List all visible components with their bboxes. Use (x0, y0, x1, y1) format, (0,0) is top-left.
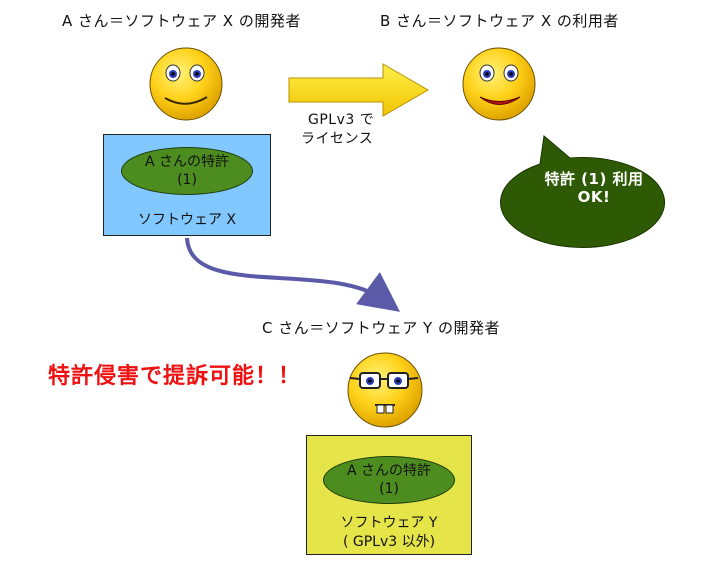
speech-bubble-line1: 特許 (1) 利用 (544, 170, 644, 188)
software-y-name: ソフトウェア Y (340, 515, 438, 531)
license-arrow (288, 63, 429, 117)
software-y-patent: A さんの特許 (1) (323, 456, 455, 504)
face-b-icon (462, 47, 536, 121)
software-x-patent: A さんの特許 (1) (121, 147, 253, 195)
software-x-name: ソフトウェア X (137, 212, 237, 228)
person-b-title: B さん＝ソフトウェア X の利用者 (380, 12, 619, 30)
warning-text: 特許侵害で提訴可能！！ (48, 364, 302, 389)
face-a-icon (149, 47, 223, 121)
software-x-patent-line2: (1) (177, 172, 197, 188)
software-y-patent-line1: A さんの特許 (346, 463, 432, 479)
software-y-patent-line2: (1) (379, 481, 399, 497)
software-x-patent-line1: A さんの特許 (144, 154, 230, 170)
speech-bubble-shape (500, 135, 666, 248)
person-a-title: A さん＝ソフトウェア X の開発者 (62, 12, 301, 30)
software-x-box: A さんの特許 (1) ソフトウェア X (103, 134, 271, 236)
person-c-title: C さん＝ソフトウェア Y の開発者 (262, 319, 500, 337)
software-y-note: ( GPLv3 以外) (342, 534, 436, 550)
software-y-box: A さんの特許 (1) ソフトウェア Y ( GPLv3 以外) (306, 435, 472, 555)
license-arrow-label-line1: GPLv3 で (308, 112, 375, 128)
license-arrow-label-line2: ライセンス (301, 131, 374, 147)
derivation-arrow (185, 237, 401, 312)
speech-bubble-line2: OK! (577, 188, 611, 206)
face-c-icon (347, 352, 423, 428)
